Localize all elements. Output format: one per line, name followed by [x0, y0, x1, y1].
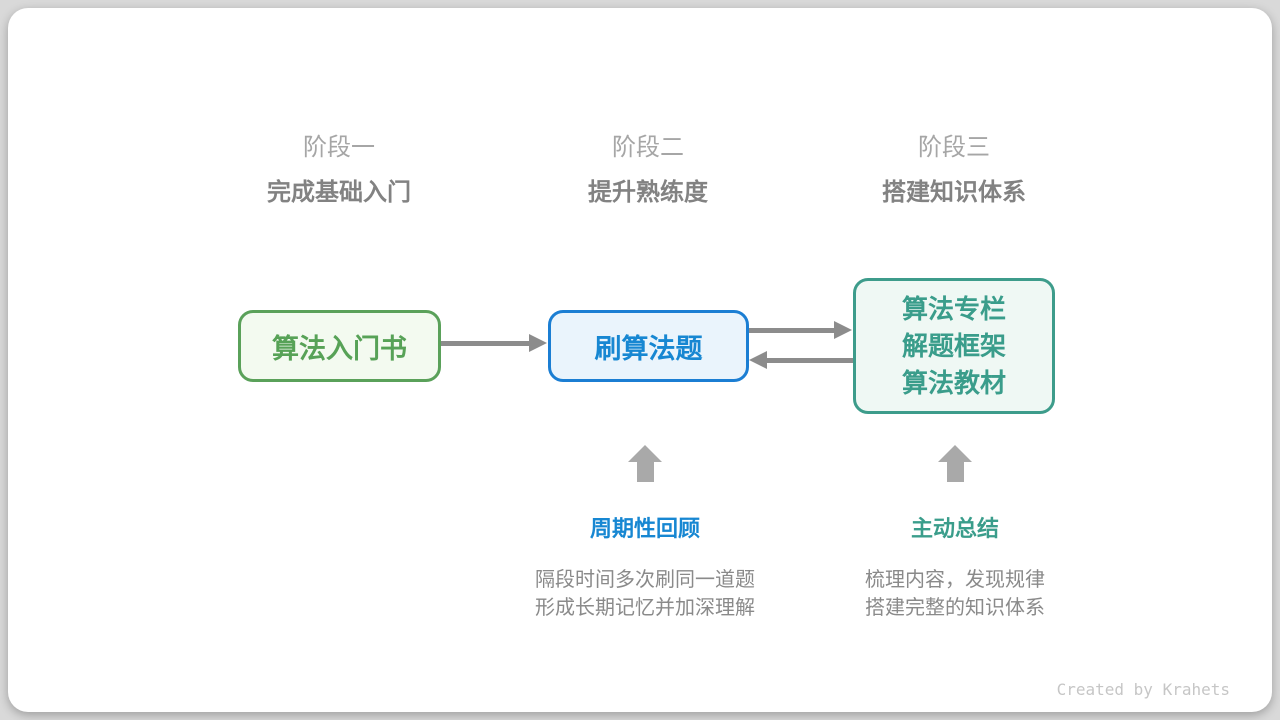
node-resource-line-3: 算法教材: [901, 367, 1006, 398]
stage-header-2: 阶段二 提升熟练度: [528, 135, 768, 206]
arrow-book-to-practice-head-icon: [529, 334, 547, 352]
note-active-summary-desc: 梳理内容，发现规律 搭建完整的知识体系: [825, 566, 1085, 622]
up-arrow-summary-icon: [938, 445, 972, 482]
arrow-resources-to-practice-line: [767, 358, 853, 363]
note-periodic-review: 周期性回顾 隔段时间多次刷同一道题 形成长期记忆并加深理解: [515, 516, 775, 622]
up-arrow-review-icon: [628, 445, 662, 482]
note-active-summary-title: 主动总结: [910, 516, 999, 541]
note-periodic-review-desc-line-1: 隔段时间多次刷同一道题: [535, 569, 755, 591]
note-periodic-review-desc: 隔段时间多次刷同一道题 形成长期记忆并加深理解: [515, 566, 775, 622]
node-resource-line-1: 算法专栏: [901, 293, 1006, 324]
node-resource-line-2: 解题框架: [901, 330, 1006, 361]
arrow-practice-to-resources-head-icon: [834, 321, 852, 339]
note-periodic-review-title: 周期性回顾: [589, 516, 700, 541]
stage-3-label: 阶段三: [918, 134, 990, 161]
stage-header-3: 阶段三 搭建知识体系: [834, 135, 1074, 206]
arrow-practice-to-resources-line: [749, 328, 835, 333]
note-active-summary-desc-line-1: 梳理内容，发现规律: [865, 569, 1045, 591]
node-practice-problems: 刷算法题: [548, 310, 749, 382]
stage-1-subtitle: 完成基础入门: [267, 179, 411, 206]
stage-2-label: 阶段二: [612, 134, 684, 161]
diagram-card: 阶段一 完成基础入门 阶段二 提升熟练度 阶段三 搭建知识体系 算法入门书 刷算…: [8, 8, 1272, 712]
node-knowledge-resources: 算法专栏 解题框架 算法教材: [853, 278, 1055, 414]
note-active-summary: 主动总结 梳理内容，发现规律 搭建完整的知识体系: [825, 516, 1085, 622]
arrow-book-to-practice-line: [441, 341, 531, 346]
note-active-summary-desc-line-2: 搭建完整的知识体系: [865, 597, 1045, 619]
stage-1-label: 阶段一: [303, 134, 375, 161]
node-intro-book-label: 算法入门书: [272, 333, 407, 364]
note-periodic-review-desc-line-2: 形成长期记忆并加深理解: [535, 597, 755, 619]
stage-header-1: 阶段一 完成基础入门: [219, 135, 459, 206]
stage-2-subtitle: 提升熟练度: [588, 179, 708, 206]
arrow-resources-to-practice-head-icon: [749, 351, 767, 369]
node-intro-book: 算法入门书: [238, 310, 441, 382]
footer-credit: Created by Krahets: [1056, 680, 1230, 699]
node-practice-problems-label: 刷算法题: [594, 333, 703, 364]
stage-3-subtitle: 搭建知识体系: [882, 179, 1026, 206]
